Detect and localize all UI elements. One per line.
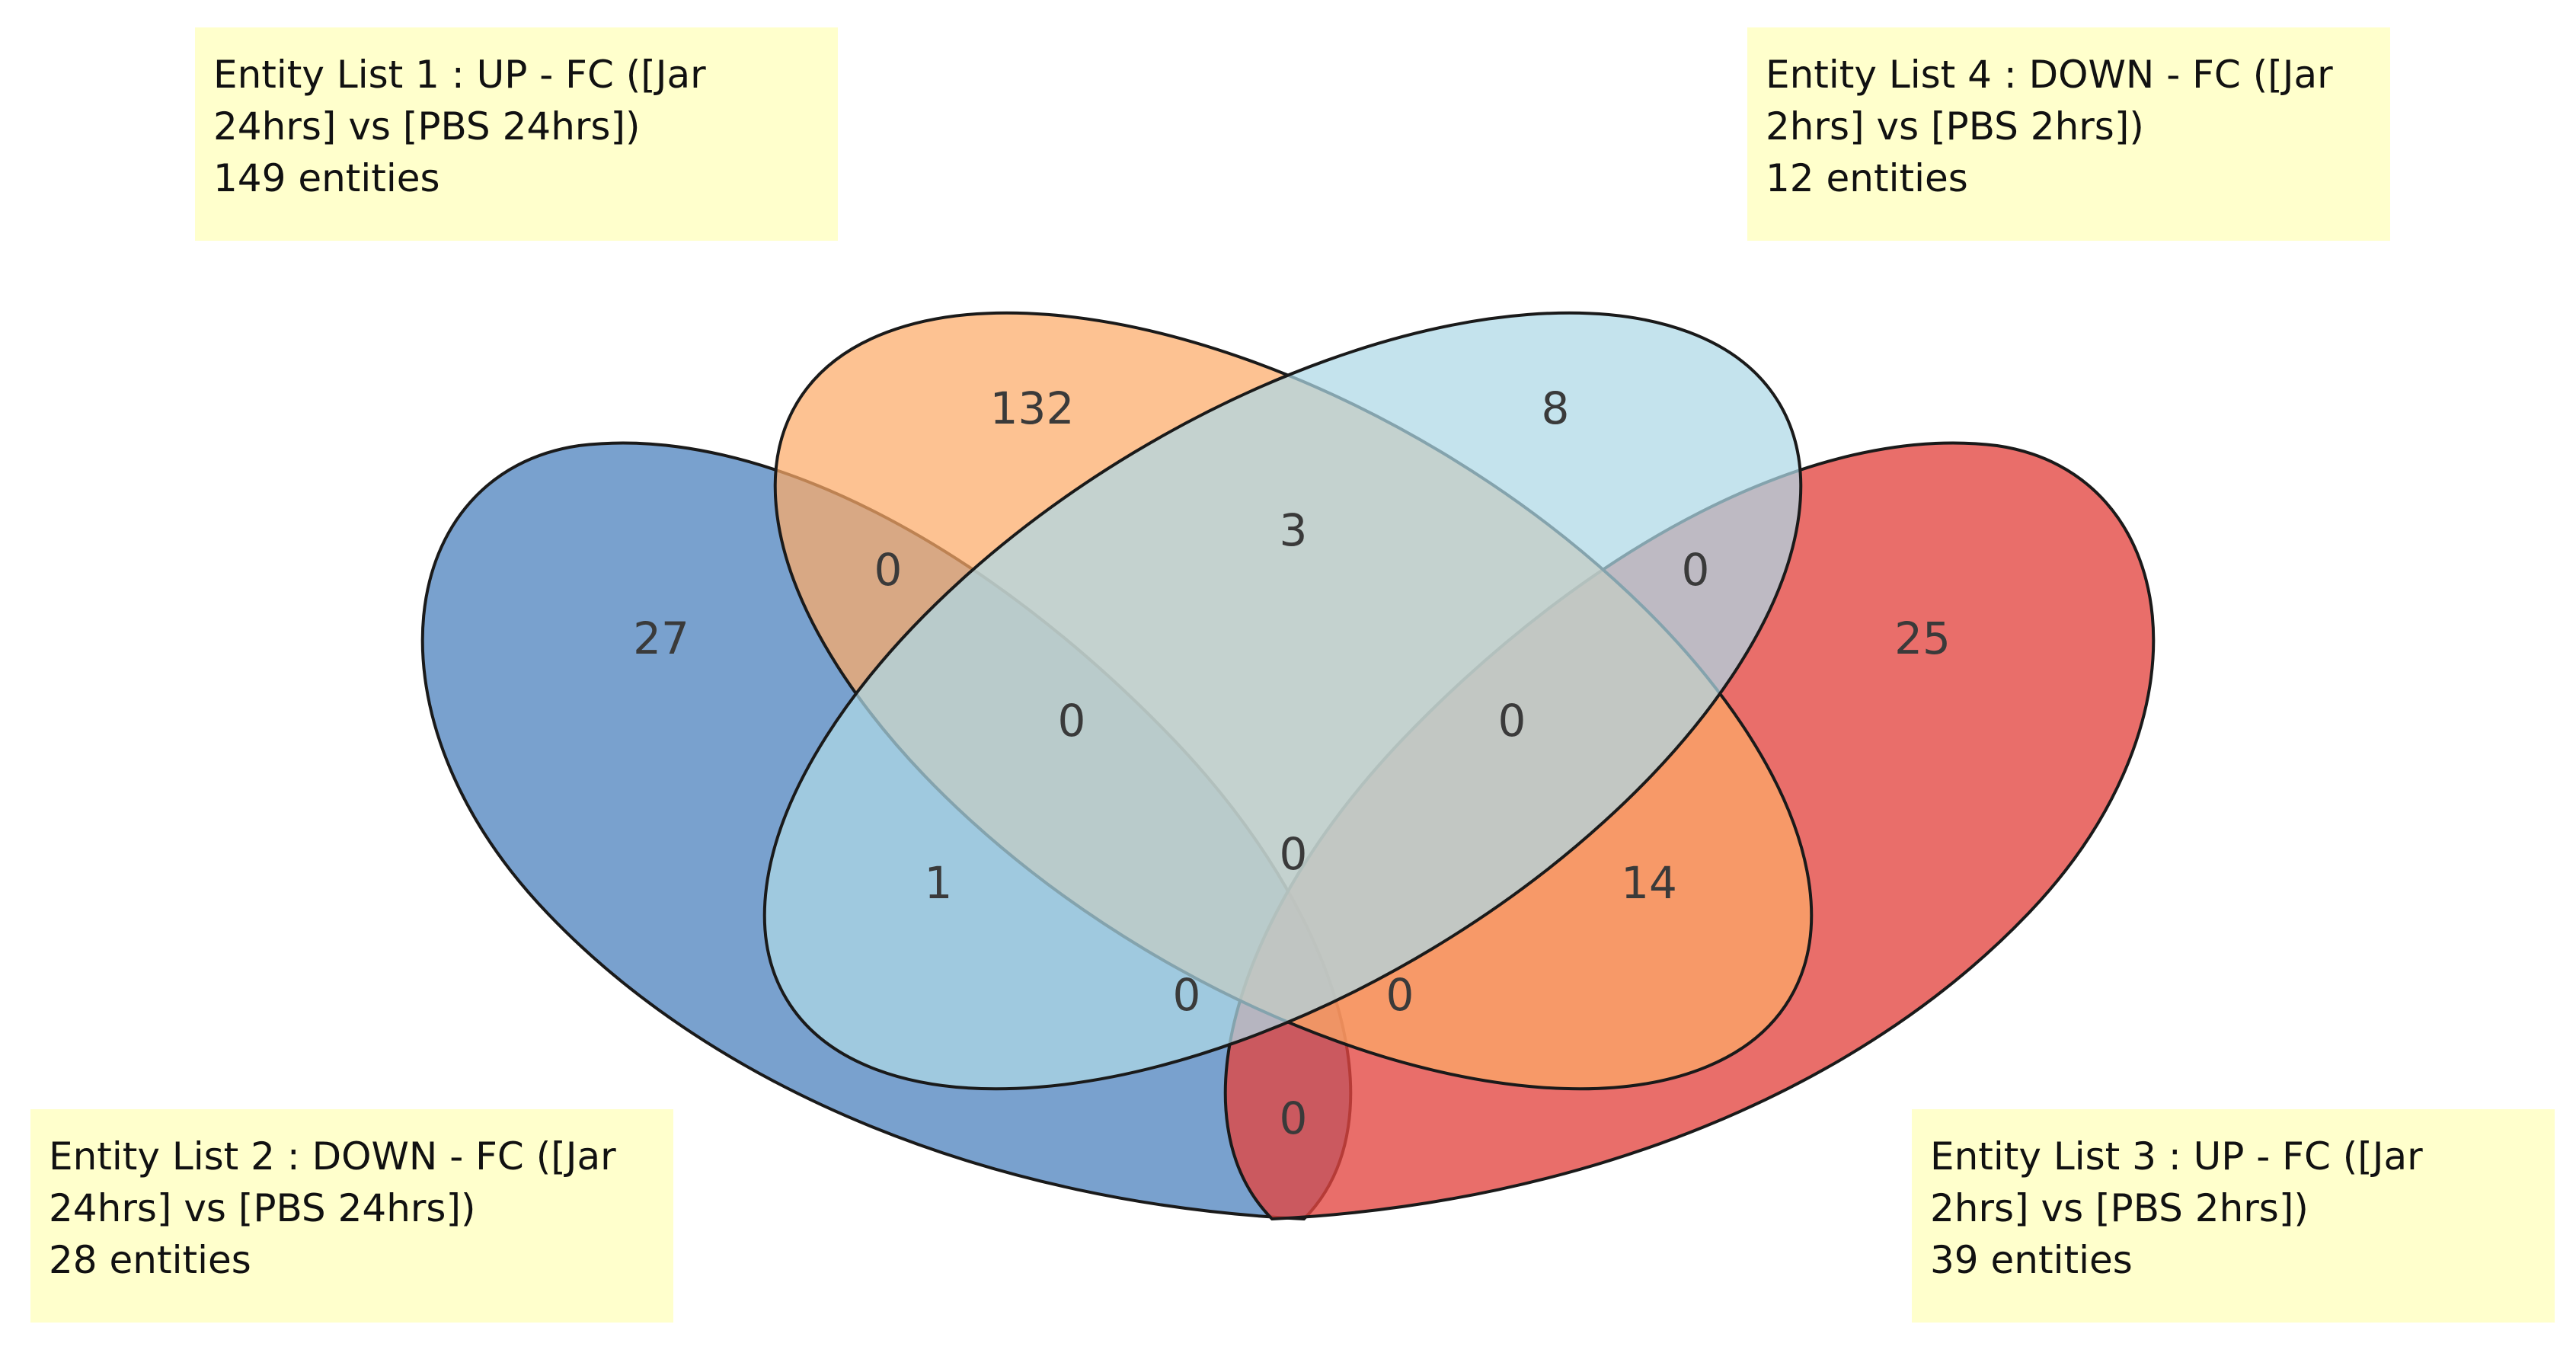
count-list1-list2-list3: 0: [1386, 969, 1414, 1021]
label-list2-line2: 24hrs] vs [PBS 24hrs]): [49, 1186, 476, 1230]
count-list2-list3: 0: [1280, 1092, 1308, 1144]
label-list1-count: 149 entities: [213, 156, 440, 200]
count-only-list2: 27: [633, 613, 689, 664]
label-list4-count: 12 entities: [1766, 156, 1968, 200]
label-list1-line1: Entity List 1 : UP - FC ([Jar: [213, 53, 706, 97]
label-list1: Entity List 1 : UP - FC ([Jar 24hrs] vs …: [195, 27, 838, 241]
count-only-list4: 8: [1542, 382, 1570, 434]
label-list2: Entity List 2 : DOWN - FC ([Jar 24hrs] v…: [30, 1109, 673, 1323]
label-list3: Entity List 3 : UP - FC ([Jar 2hrs] vs […: [1912, 1109, 2555, 1323]
count-all-lists: 0: [1280, 828, 1308, 880]
label-list3-line1: Entity List 3 : UP - FC ([Jar: [1930, 1134, 2423, 1179]
label-list3-line2: 2hrs] vs [PBS 2hrs]): [1930, 1186, 2309, 1230]
count-list3-list4: 0: [1682, 544, 1710, 596]
label-list2-line1: Entity List 2 : DOWN - FC ([Jar: [49, 1134, 616, 1179]
label-list4-line2: 2hrs] vs [PBS 2hrs]): [1766, 104, 2144, 149]
count-only-list1: 132: [990, 382, 1075, 434]
count-list1-list3-list4: 0: [1498, 695, 1526, 747]
count-list1-list2-list4: 0: [1058, 695, 1086, 747]
count-list1-list4: 3: [1280, 504, 1308, 556]
label-list1-line2: 24hrs] vs [PBS 24hrs]): [213, 104, 641, 149]
set-list4-shape: [762, 311, 1803, 1091]
count-only-list3: 25: [1894, 613, 1951, 664]
label-list3-count: 39 entities: [1930, 1238, 2133, 1282]
count-list2-list3-list4: 0: [1173, 969, 1201, 1021]
label-list4-line1: Entity List 4 : DOWN - FC ([Jar: [1766, 53, 2333, 97]
label-list2-count: 28 entities: [49, 1238, 251, 1282]
count-list1-list2: 0: [874, 544, 903, 596]
count-list2-list4: 1: [925, 857, 953, 909]
count-list1-list3: 14: [1621, 857, 1677, 909]
label-list4: Entity List 4 : DOWN - FC ([Jar 2hrs] vs…: [1747, 27, 2390, 241]
